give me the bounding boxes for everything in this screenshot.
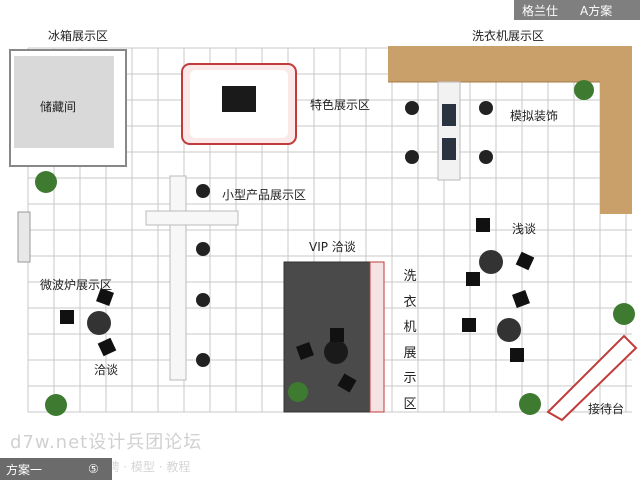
scheme-label: 方案一 [6,462,43,477]
zone-microwave: 微波炉展示区 [40,278,113,292]
washer-vertical-char: 洗 [403,269,417,284]
washer-vertical-char: 示 [403,371,417,386]
page-number: ⑤ [88,462,99,476]
zone-storage: 储藏间 [40,100,77,114]
footer-bar: 方案一 ⑤ [0,458,112,480]
microwave-seating [17,211,117,357]
zone-decor: 模拟装饰 [510,109,559,123]
washer-vertical-char: 衣 [403,294,417,310]
zone-reception: 接待台 [588,402,625,416]
reception-desk [546,334,638,422]
zone-negotiate: 洽谈 [94,363,119,377]
washer-vertical-char: 区 [403,396,417,412]
zone-light-talk: 浅谈 [512,222,537,236]
watermark-main: d7w.net设计兵团论坛 [10,432,203,453]
zone-small-products: 小型产品展示区 [222,188,307,202]
zone-vip: VIP 洽谈 [309,240,356,254]
zone-washer-top: 洗衣机展示区 [472,29,545,43]
plants [35,80,635,416]
zone-feature: 特色展示区 [310,98,371,112]
scheme-name: A方案 [580,3,613,18]
washer-vertical-char: 展 [403,345,417,361]
right-seating [462,218,535,362]
wood-wall [388,46,632,214]
brand-name: 格兰仕 [522,3,559,18]
storage-room [9,49,127,167]
zone-fridge: 冰箱展示区 [48,29,109,43]
washer-display-top [405,81,493,181]
zone-washer-vertical: 洗 衣 机 展 示 区 [402,264,418,417]
header-bar: 格兰仕 A方案 [514,0,640,20]
small-product-stand [145,175,239,381]
feature-stand [181,63,297,145]
washer-vertical-char: 机 [403,320,417,335]
